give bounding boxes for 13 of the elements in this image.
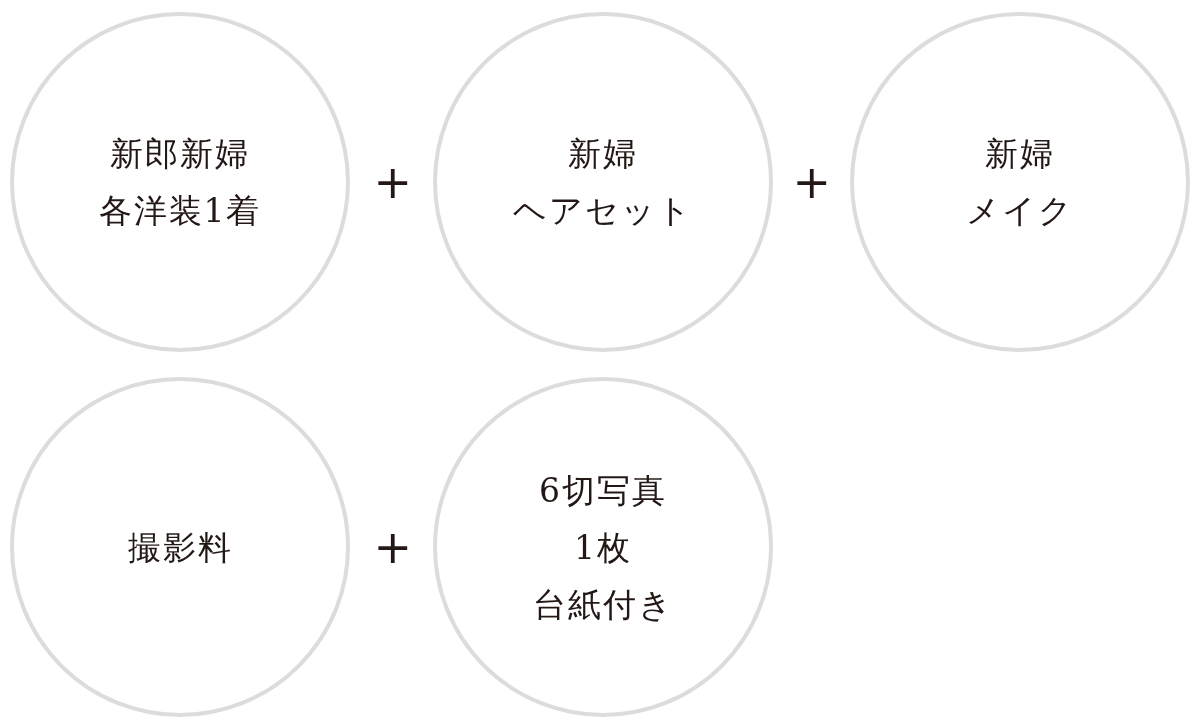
plus-sign: +: [373, 159, 413, 205]
item-label: 撮影料: [127, 526, 233, 569]
item-label: 台紙付き: [532, 583, 674, 626]
item-label: メイク: [966, 190, 1074, 232]
item-label: 6切写真: [539, 469, 667, 512]
plus-sign: +: [792, 159, 832, 205]
item-label: 各洋装1着: [98, 190, 262, 232]
item-label: ヘアセット: [513, 190, 693, 232]
item-label: 新郎新婦: [110, 133, 250, 175]
item-label: 1枚: [574, 526, 632, 569]
plus-sign: +: [373, 524, 413, 570]
item-label: 新婦: [985, 133, 1055, 175]
item-label: 新婦: [568, 133, 638, 175]
